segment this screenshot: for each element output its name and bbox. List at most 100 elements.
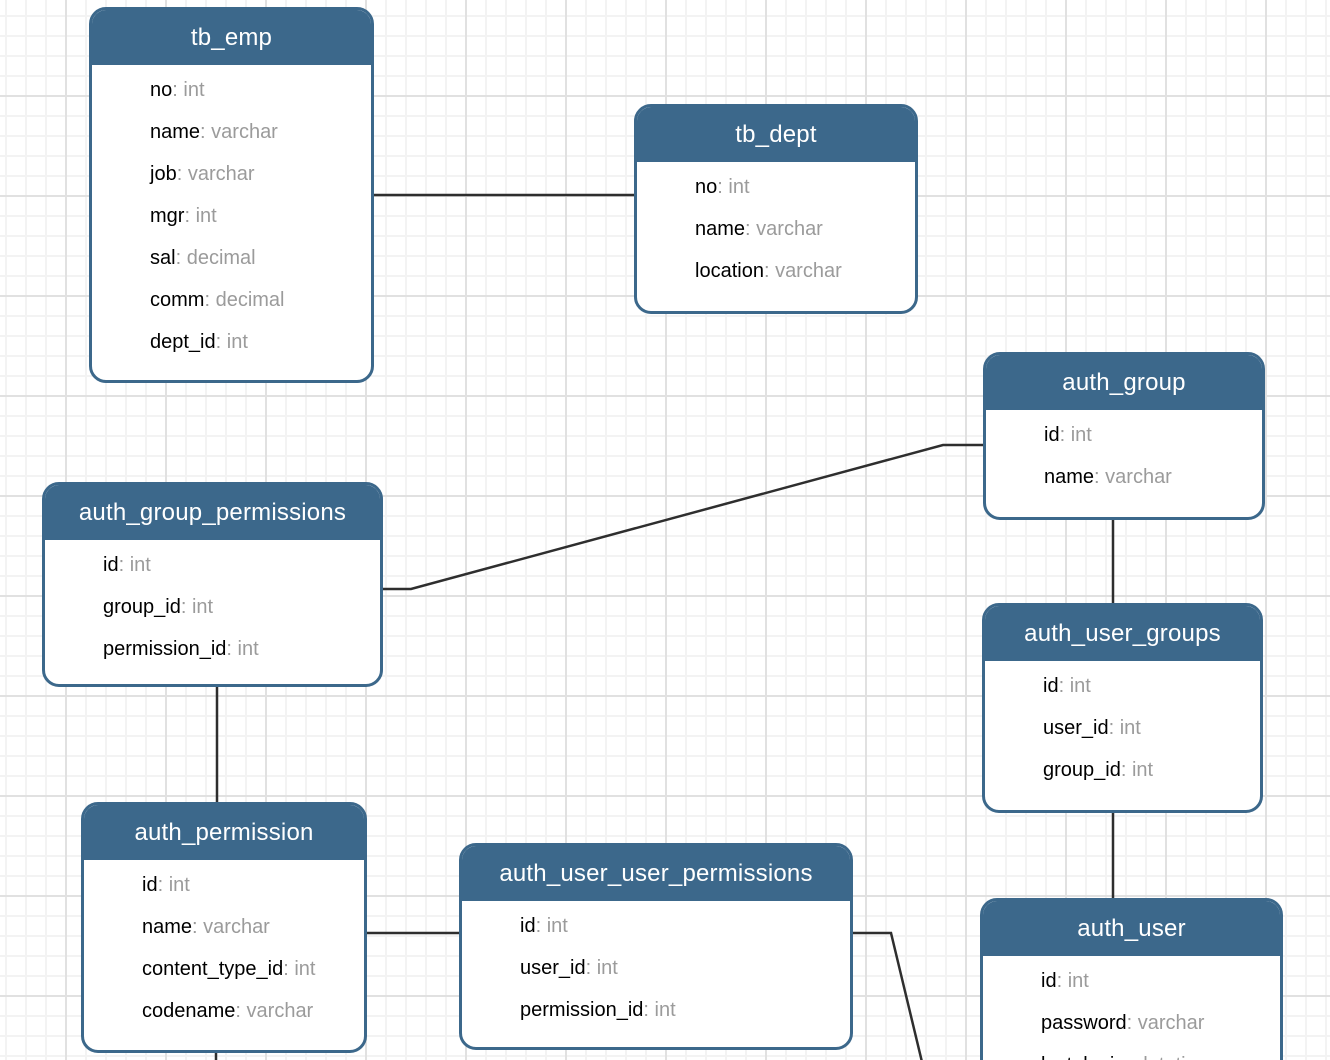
table-title: tb_emp bbox=[190, 23, 273, 51]
field-name: user_id bbox=[520, 957, 586, 979]
field-row-id[interactable]: idint bbox=[45, 544, 380, 586]
table-auth_user_user_permissions[interactable]: auth_user_user_permissionsidintuser_idin… bbox=[459, 843, 853, 1050]
table-field-list: idintuser_idintgroup_idint bbox=[985, 661, 1260, 791]
field-row-dept_id[interactable]: dept_idint bbox=[92, 321, 371, 363]
field-row-location[interactable]: locationvarchar bbox=[637, 250, 915, 292]
field-name: id bbox=[520, 915, 536, 937]
table-auth_user[interactable]: auth_useridintpasswordvarcharlast_logind… bbox=[980, 898, 1283, 1060]
field-type: varchar bbox=[235, 1000, 313, 1022]
field-row-name[interactable]: namevarchar bbox=[637, 208, 915, 250]
field-type: decimal bbox=[204, 289, 284, 311]
field-type: varchar bbox=[1094, 466, 1172, 488]
field-row-content_type_id[interactable]: content_type_idint bbox=[84, 948, 364, 990]
table-title: auth_user bbox=[1077, 914, 1186, 942]
field-row-name[interactable]: namevarchar bbox=[84, 906, 364, 948]
field-name: comm bbox=[150, 289, 205, 311]
field-type: int bbox=[119, 554, 151, 576]
field-row-permission_id[interactable]: permission_idint bbox=[462, 989, 850, 1031]
field-row-sal[interactable]: saldecimal bbox=[92, 237, 371, 279]
field-type: int bbox=[1121, 759, 1153, 781]
field-name: job bbox=[150, 163, 177, 185]
field-row-user_id[interactable]: user_idint bbox=[462, 947, 850, 989]
field-name: no bbox=[150, 79, 173, 101]
field-name: sal bbox=[150, 247, 176, 269]
field-row-permission_id[interactable]: permission_idint bbox=[45, 628, 380, 670]
field-type: int bbox=[586, 957, 618, 979]
field-name: no bbox=[695, 176, 718, 198]
field-row-id[interactable]: idint bbox=[985, 665, 1260, 707]
field-name: content_type_id bbox=[142, 958, 284, 980]
field-type: varchar bbox=[192, 916, 270, 938]
table-field-list: idintnamevarchar bbox=[986, 410, 1262, 498]
table-title: auth_user_groups bbox=[1024, 619, 1221, 647]
field-type: int bbox=[172, 79, 204, 101]
field-row-no[interactable]: noint bbox=[637, 166, 915, 208]
field-name: last_login bbox=[1041, 1054, 1126, 1060]
field-name: group_id bbox=[103, 596, 181, 618]
field-row-user_id[interactable]: user_idint bbox=[985, 707, 1260, 749]
table-field-list: idintnamevarcharcontent_type_idintcodena… bbox=[84, 860, 364, 1032]
table-auth_group[interactable]: auth_groupidintnamevarchar bbox=[983, 352, 1265, 520]
field-row-comm[interactable]: commdecimal bbox=[92, 279, 371, 321]
field-type: int bbox=[226, 638, 258, 660]
field-type: varchar bbox=[200, 121, 278, 143]
field-type: varchar bbox=[764, 260, 842, 282]
field-type: int bbox=[158, 874, 190, 896]
table-header[interactable]: tb_emp bbox=[92, 10, 371, 65]
field-row-name[interactable]: namevarchar bbox=[92, 111, 371, 153]
table-auth_permission[interactable]: auth_permissionidintnamevarcharcontent_t… bbox=[81, 802, 367, 1053]
field-row-id[interactable]: idint bbox=[986, 414, 1262, 456]
field-row-last_login[interactable]: last_logindatetime bbox=[983, 1044, 1280, 1060]
table-title: auth_permission bbox=[134, 818, 314, 846]
field-row-codename[interactable]: codenamevarchar bbox=[84, 990, 364, 1032]
field-name: group_id bbox=[1043, 759, 1121, 781]
field-row-no[interactable]: noint bbox=[92, 69, 371, 111]
table-header[interactable]: auth_permission bbox=[84, 805, 364, 860]
field-type: int bbox=[1057, 970, 1089, 992]
field-type: datetime bbox=[1126, 1054, 1214, 1060]
field-name: permission_id bbox=[520, 999, 644, 1021]
table-tb_dept[interactable]: tb_deptnointnamevarcharlocationvarchar bbox=[634, 104, 918, 314]
field-name: user_id bbox=[1043, 717, 1109, 739]
field-type: int bbox=[1059, 675, 1091, 697]
field-row-id[interactable]: idint bbox=[462, 905, 850, 947]
field-type: int bbox=[283, 958, 315, 980]
table-header[interactable]: auth_user_user_permissions bbox=[462, 846, 850, 901]
field-name: dept_id bbox=[150, 331, 216, 353]
table-header[interactable]: auth_group bbox=[986, 355, 1262, 410]
table-field-list: nointnamevarcharjobvarcharmgrintsaldecim… bbox=[92, 65, 371, 363]
field-row-job[interactable]: jobvarchar bbox=[92, 153, 371, 195]
field-row-name[interactable]: namevarchar bbox=[986, 456, 1262, 498]
table-auth_group_permissions[interactable]: auth_group_permissionsidintgroup_idintpe… bbox=[42, 482, 383, 687]
field-type: int bbox=[643, 999, 675, 1021]
field-row-mgr[interactable]: mgrint bbox=[92, 195, 371, 237]
field-name: id bbox=[1044, 424, 1060, 446]
field-name: name bbox=[142, 916, 193, 938]
table-field-list: idintuser_idintpermission_idint bbox=[462, 901, 850, 1031]
table-header[interactable]: tb_dept bbox=[637, 107, 915, 162]
field-name: password bbox=[1041, 1012, 1127, 1034]
field-row-id[interactable]: idint bbox=[983, 960, 1280, 1002]
field-type: int bbox=[717, 176, 749, 198]
field-type: int bbox=[1109, 717, 1141, 739]
field-type: int bbox=[181, 596, 213, 618]
field-row-group_id[interactable]: group_idint bbox=[45, 586, 380, 628]
connector-auth_group_permissions-to-auth_group bbox=[383, 443, 983, 591]
field-row-group_id[interactable]: group_idint bbox=[985, 749, 1260, 791]
table-header[interactable]: auth_user bbox=[983, 901, 1280, 956]
field-name: name bbox=[150, 121, 201, 143]
field-row-id[interactable]: idint bbox=[84, 864, 364, 906]
table-tb_emp[interactable]: tb_empnointnamevarcharjobvarcharmgrintsa… bbox=[89, 7, 374, 383]
field-name: permission_id bbox=[103, 638, 227, 660]
table-field-list: idintgroup_idintpermission_idint bbox=[45, 540, 380, 670]
field-name: name bbox=[695, 218, 746, 240]
field-type: varchar bbox=[177, 163, 255, 185]
table-header[interactable]: auth_user_groups bbox=[985, 606, 1260, 661]
field-type: int bbox=[216, 331, 248, 353]
table-title: auth_group_permissions bbox=[78, 498, 347, 526]
field-type: decimal bbox=[176, 247, 256, 269]
field-row-password[interactable]: passwordvarchar bbox=[983, 1002, 1280, 1044]
table-auth_user_groups[interactable]: auth_user_groupsidintuser_idintgroup_idi… bbox=[982, 603, 1263, 813]
table-header[interactable]: auth_group_permissions bbox=[45, 485, 380, 540]
